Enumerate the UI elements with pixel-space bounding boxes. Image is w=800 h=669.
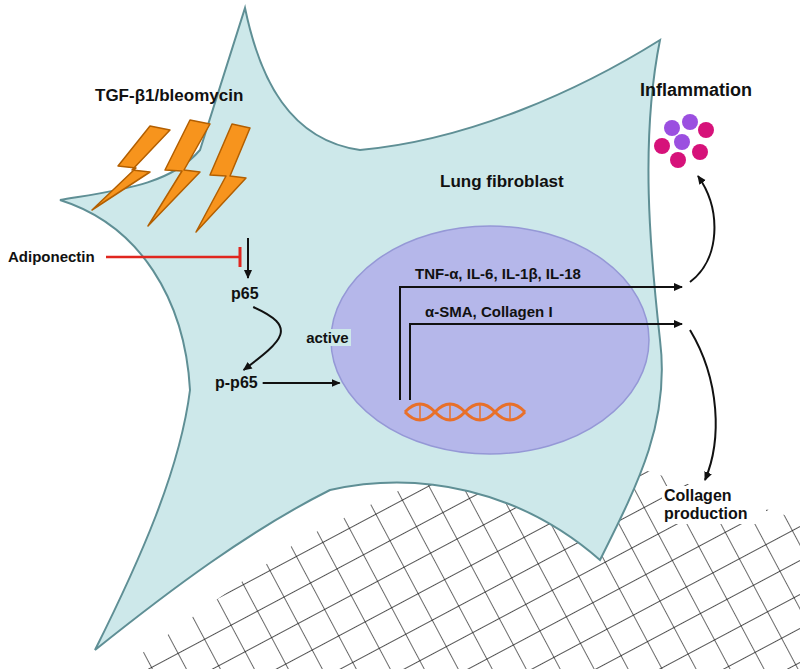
expression-arrow [410,324,682,400]
edge-label: active [304,329,351,346]
protein-label: p-p65 [212,372,261,394]
nucleus: TNF-α, IL-6, IL-1β, IL-18 α-SMA, Collagen… [330,225,650,455]
nucleus [330,225,650,455]
stimulus-label: TGF-β1/bleomycin [95,86,243,106]
signal-arrow [247,238,249,278]
expression-arrow [400,287,682,400]
signal-arrow [263,382,340,384]
signal-arrow [244,307,281,370]
inhibition-bar [239,247,242,267]
protein-node: p-p65 [212,372,261,394]
output-arrow [690,176,714,282]
output-arrow [690,330,716,480]
outcome-label: Collagen production [662,486,766,524]
gene-list: α-SMA, Collagen I [425,303,553,320]
cytokine-dots [654,114,714,168]
lightning-bolts [92,120,250,232]
protein-label: p65 [228,283,262,305]
protein-node: p65 [228,283,262,305]
dna-rungs [420,405,510,419]
cell-label: Lung fibroblast [440,172,564,192]
inhibitor-label: Adiponectin [8,248,95,265]
dna-helix [405,404,525,420]
inhibition-line [106,256,240,259]
outcome-label: Inflammation [640,80,752,101]
gene-list: TNF-α, IL-6, IL-1β, IL-18 [415,265,581,282]
